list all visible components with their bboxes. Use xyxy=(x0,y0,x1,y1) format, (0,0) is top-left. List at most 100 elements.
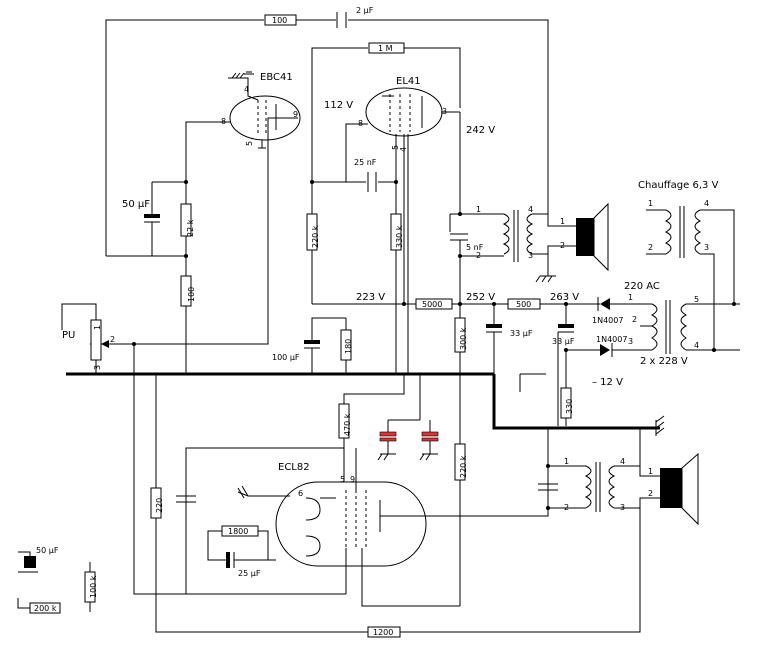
ecl82-pin-9: 9 xyxy=(350,475,355,484)
red-capacitor-b-icon xyxy=(419,420,439,461)
resistor-330k-label: 330 k xyxy=(395,225,404,248)
spk-top-pin-2: 2 xyxy=(560,241,565,250)
ht-pin-4: 4 xyxy=(704,199,709,208)
capacitor-ecl82-coupling xyxy=(176,448,196,503)
resistor-1800-label: 1800 xyxy=(228,527,248,536)
ot-bot-pin-1: 1 xyxy=(564,457,569,466)
resistor-100-top: 100 xyxy=(264,14,297,26)
ecl82-label: ECL82 xyxy=(278,462,310,473)
pu-pin-3: 3 xyxy=(93,365,102,370)
spk-bot-pin-2: 2 xyxy=(648,489,653,498)
ac-228-label: 2 x 228 V xyxy=(640,356,688,367)
capacitor-5nf-label: 5 nF xyxy=(466,243,484,252)
ot-top-pin-2: 2 xyxy=(476,251,481,260)
resistor-300k-label: 300 k xyxy=(459,327,468,350)
pu-label: PU xyxy=(62,330,75,341)
resistor-330k: 330 k xyxy=(390,213,404,251)
legend-200k: 200 k xyxy=(17,598,61,614)
resistor-180-label: 180 xyxy=(344,339,353,354)
ecl82-pin-5: 5 xyxy=(340,475,345,484)
capacitor-33uf-b: 33 µF xyxy=(552,304,575,426)
ot-bot-pin-2: 2 xyxy=(564,503,569,512)
ebc41-pin-4: 4 xyxy=(244,85,249,94)
capacitor-33uf-b-label: 33 µF xyxy=(552,337,575,346)
pt-pin-2: 2 xyxy=(632,315,637,324)
voltage-263v: 263 V xyxy=(550,292,579,303)
voltage-252v: 252 V xyxy=(466,292,495,303)
pt-pin-3: 3 xyxy=(628,337,633,346)
resistor-330-label: 330 xyxy=(565,399,574,414)
spk-bot-pin-1: 1 xyxy=(648,467,653,476)
resistor-220: 220 xyxy=(150,487,164,519)
legend-100k-label: 100 k xyxy=(89,575,98,598)
speaker-top-icon xyxy=(576,202,609,272)
legend-50uf-label: 50 µF xyxy=(36,546,59,555)
diode-1n4007-a: 1N4007 xyxy=(592,297,640,325)
tube-ecl82: 6 5 9 xyxy=(275,475,427,567)
legend-200k-label: 200 k xyxy=(34,604,57,613)
ebc41-pin-5: 5 xyxy=(245,141,254,146)
capacitor-25nf: 25 nF xyxy=(354,158,377,192)
resistor-500: 500 xyxy=(507,298,541,310)
capacitor-25uf-label: 25 µF xyxy=(238,569,261,578)
pu-pin-2: 2 xyxy=(110,335,115,344)
capacitor-33uf-a-label: 33 µF xyxy=(510,329,533,338)
capacitor-25nf-label: 25 nF xyxy=(354,158,377,167)
output-transformer-top: 5 nF 1 2 4 3 1 2 xyxy=(449,112,576,304)
heater-transformer: Chauffage 6,3 V 1 2 4 3 xyxy=(638,180,736,352)
pu-input: PU 1 2 3 xyxy=(61,303,115,374)
voltage-223v: 223 V xyxy=(356,292,385,303)
resistor-220k-label: 220 k xyxy=(311,225,320,248)
tube-el41: EL41 8 3 5 4 xyxy=(358,76,447,152)
resistor-330: 330 xyxy=(560,387,574,419)
resistor-5000: 5000 xyxy=(415,298,453,310)
ht-pin-1: 1 xyxy=(648,199,653,208)
pt-pin-1: 1 xyxy=(628,293,633,302)
resistor-1m: 1 M xyxy=(368,42,405,54)
resistor-470k-label: 470 k xyxy=(343,413,352,436)
capacitor-33uf-a: 33 µF xyxy=(486,304,533,374)
pt-pin-5: 5 xyxy=(694,295,699,304)
ecl82-pin-6: 6 xyxy=(298,489,303,498)
tube-ebc41: 4 EBC41 8 9 5 xyxy=(221,71,301,149)
chauffage-label: Chauffage 6,3 V xyxy=(638,180,719,191)
resistor-470k: 470 k xyxy=(338,403,352,439)
ot-top-pin-3: 3 xyxy=(528,251,533,260)
speaker-bottom-icon xyxy=(660,452,699,526)
resistor-22k-label: 22 k xyxy=(186,219,195,237)
diode-2-label: 1N4007 xyxy=(596,335,627,344)
resistor-100-mid: 100 xyxy=(180,275,196,307)
capacitor-100uf-label: 100 µF xyxy=(272,353,300,362)
resistor-220k-b: 220 k xyxy=(454,443,468,481)
ot-bot-pin-4: 4 xyxy=(620,457,625,466)
resistor-180: 180 xyxy=(340,329,353,361)
resistor-1200-label: 1200 xyxy=(373,628,393,637)
chassis-ground-icon xyxy=(655,415,665,436)
capacitor-25uf: 25 µF xyxy=(226,552,268,578)
ground-bus xyxy=(66,372,660,430)
voltage-112v: 112 V xyxy=(324,100,353,111)
ot-top-pin-1: 1 xyxy=(476,205,481,214)
spk-top-pin-1: 1 xyxy=(560,217,565,226)
pu-pin-1: 1 xyxy=(93,325,102,330)
voltage-242v: 242 V xyxy=(466,125,495,136)
power-transformer: 220 AC 1 2 3 5 4 2 x 228 V xyxy=(624,281,740,367)
resistor-220k: 220 k xyxy=(306,213,320,251)
resistor-1200: 1200 xyxy=(367,626,401,638)
legend-100k: 100 k xyxy=(84,562,98,612)
resistor-1800: 1800 xyxy=(221,525,259,537)
el41-label: EL41 xyxy=(396,76,421,87)
capacitor-2uf-label: 2 µF xyxy=(356,6,374,15)
legend-50uf: 50 µF xyxy=(18,546,59,573)
ac-220-label: 220 AC xyxy=(624,281,660,292)
output-transformer-bottom: 1 2 4 3 1 2 xyxy=(400,428,660,633)
voltage-minus-12v: – 12 V xyxy=(592,377,623,388)
resistor-220-label: 220 xyxy=(155,498,164,513)
diode-1-label: 1N4007 xyxy=(592,316,623,325)
pt-pin-4: 4 xyxy=(694,341,699,350)
resistor-500-label: 500 xyxy=(516,300,531,309)
ht-pin-3: 3 xyxy=(704,243,709,252)
ht-pin-2: 2 xyxy=(648,243,653,252)
resistor-220k-b-label: 220 k xyxy=(459,455,468,478)
